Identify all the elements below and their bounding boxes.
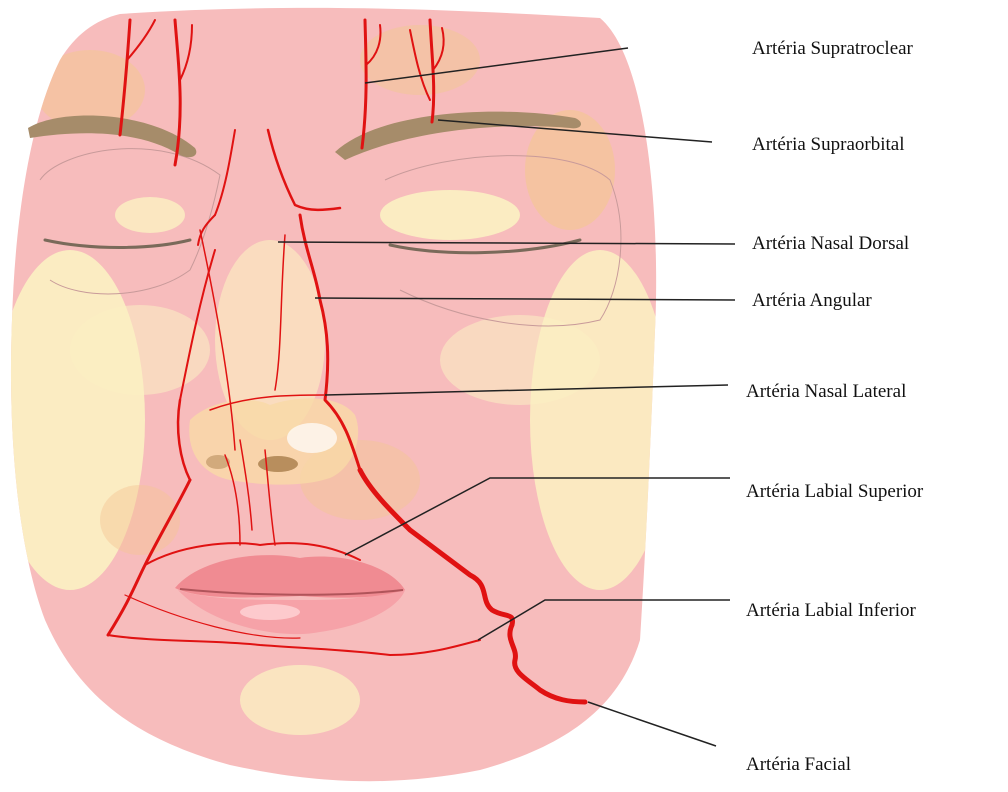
label-supratroclear: Artéria Supratroclear bbox=[752, 39, 913, 58]
label-nasal-lateral: Artéria Nasal Lateral bbox=[746, 382, 906, 401]
label-nasal-dorsal: Artéria Nasal Dorsal bbox=[752, 234, 909, 253]
label-angular: Artéria Angular bbox=[752, 291, 872, 310]
leader-line-facial bbox=[588, 702, 716, 746]
label-supraorbital: Artéria Supraorbital bbox=[752, 135, 904, 154]
label-labial-inferior: Artéria Labial Inferior bbox=[746, 601, 916, 620]
label-facial: Artéria Facial bbox=[746, 755, 851, 774]
label-labial-superior: Artéria Labial Superior bbox=[746, 482, 923, 501]
